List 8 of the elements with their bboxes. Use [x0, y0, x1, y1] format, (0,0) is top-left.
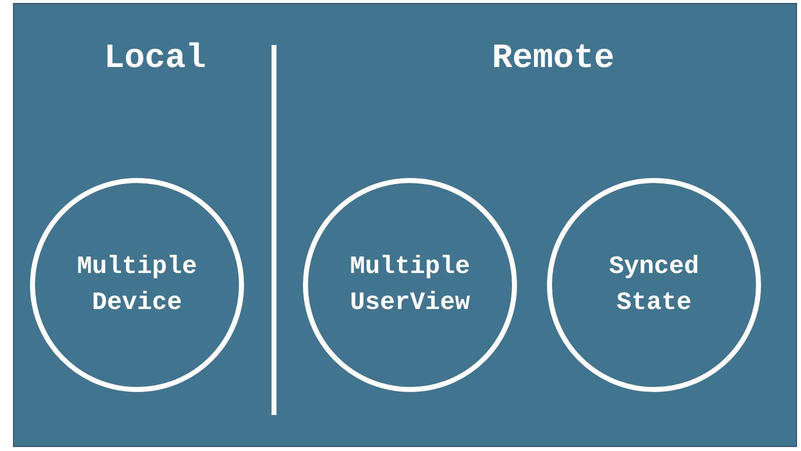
circle-node	[303, 178, 517, 392]
node-label: Multiple Device	[76, 251, 198, 319]
node-label: Multiple UserView	[348, 251, 472, 319]
node-label: Synced State	[608, 251, 700, 319]
circle-node	[547, 178, 761, 392]
section-heading: Local	[104, 40, 206, 78]
circle-node	[30, 178, 244, 392]
section-heading: Remote	[492, 40, 614, 78]
